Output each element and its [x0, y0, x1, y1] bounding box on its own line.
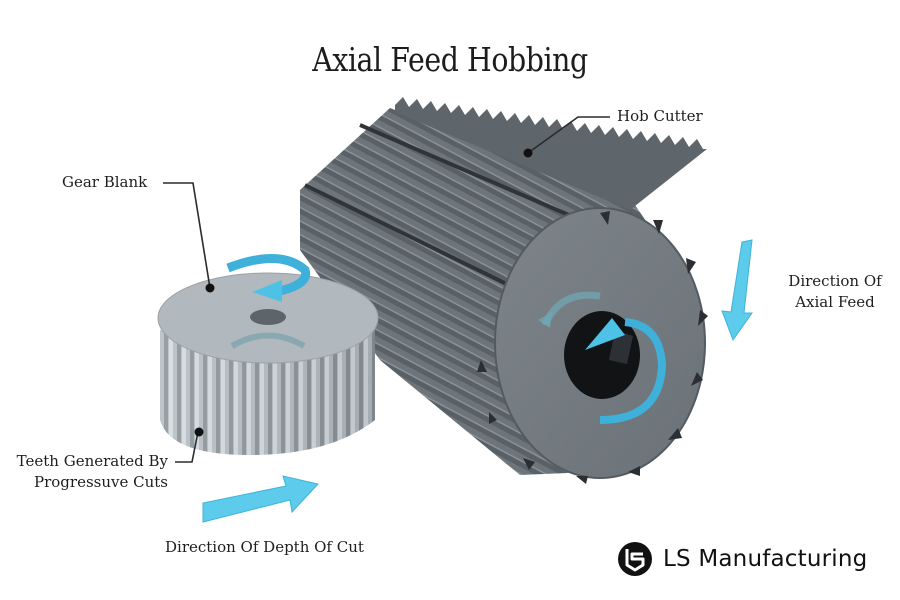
hob-rotation-arrowhead-back: [538, 312, 552, 328]
label-axial-feed-line1: Direction Of: [788, 272, 882, 290]
label-teeth-generated: Teeth Generated By Progressuve Cuts: [2, 451, 168, 493]
hob-cutter-leader-line: [527, 116, 610, 154]
hob-teeth-top: [395, 97, 707, 210]
hob-cutter: [300, 97, 708, 484]
hob-rotation-arrowhead: [585, 318, 625, 350]
gear-blank: [157, 254, 379, 455]
teeth-leader-line: [175, 431, 199, 463]
label-axial-feed-line2: Axial Feed: [795, 293, 875, 311]
label-hob-cutter: Hob Cutter: [617, 107, 703, 125]
gear-rotation-arrowhead: [252, 280, 282, 302]
gear-blank-bore: [250, 309, 286, 325]
label-teeth-line1: Teeth Generated By: [16, 452, 168, 470]
ls-logo-icon: [618, 542, 652, 576]
gear-blank-leader-line: [163, 182, 211, 289]
label-depth-of-cut: Direction Of Depth Of Cut: [165, 538, 364, 556]
gear-rotation-arrow: [226, 254, 311, 297]
brand-name: LS Manufacturing: [663, 546, 868, 572]
teeth-leader-dot: [194, 427, 204, 437]
axial-feed-arrow: [721, 239, 753, 342]
gear-blank-leader-dot: [205, 283, 215, 293]
hob-rotation-arrow: [599, 318, 667, 424]
label-gear-blank: Gear Blank: [62, 173, 148, 191]
hob-face-notches: [477, 211, 708, 484]
diagram-title: Axial Feed Hobbing: [312, 40, 588, 79]
hob-cutter-leader-dot: [523, 148, 533, 158]
depth-of-cut-arrow: [202, 475, 319, 523]
brand-watermark: LS Manufacturing: [617, 541, 867, 577]
gear-blank-recess: [230, 332, 306, 349]
label-teeth-line2: Progressuve Cuts: [34, 473, 168, 491]
label-axial-feed: Direction Of Axial Feed: [780, 271, 890, 313]
